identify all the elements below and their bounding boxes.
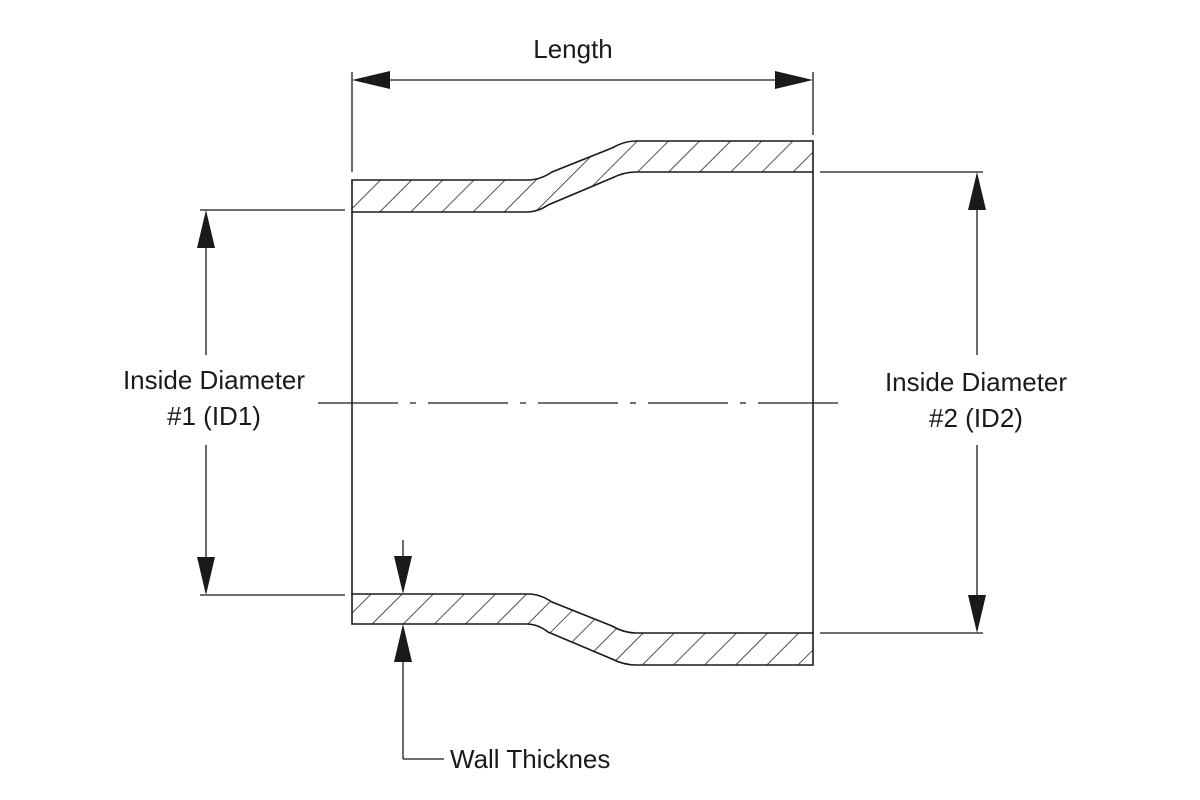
top-wall-section: [351, 140, 814, 213]
bottom-wall-section: [351, 593, 814, 666]
id1-label-line1: Inside Diameter: [123, 365, 305, 395]
wall-arrow-down: [394, 556, 412, 594]
id1-label-line2: #1 (ID1): [167, 401, 261, 431]
id2-label-line1: Inside Diameter: [885, 367, 1067, 397]
wall-thickness-label: Wall Thicknes: [450, 744, 610, 774]
wall-arrow-up: [394, 624, 412, 662]
id2-label-line2: #2 (ID2): [929, 403, 1023, 433]
length-label: Length: [533, 34, 613, 64]
id1-dimension: [197, 209, 345, 596]
length-arrow-left: [352, 71, 390, 89]
id2-arrow-top: [968, 172, 986, 210]
length-arrow-right: [775, 71, 813, 89]
length-dimension: [351, 71, 814, 172]
id2-dimension: [820, 171, 986, 634]
id2-arrow-bottom: [968, 595, 986, 633]
id1-arrow-bottom: [197, 557, 215, 595]
wall-thickness-dimension: [394, 540, 444, 760]
id1-arrow-top: [197, 210, 215, 248]
